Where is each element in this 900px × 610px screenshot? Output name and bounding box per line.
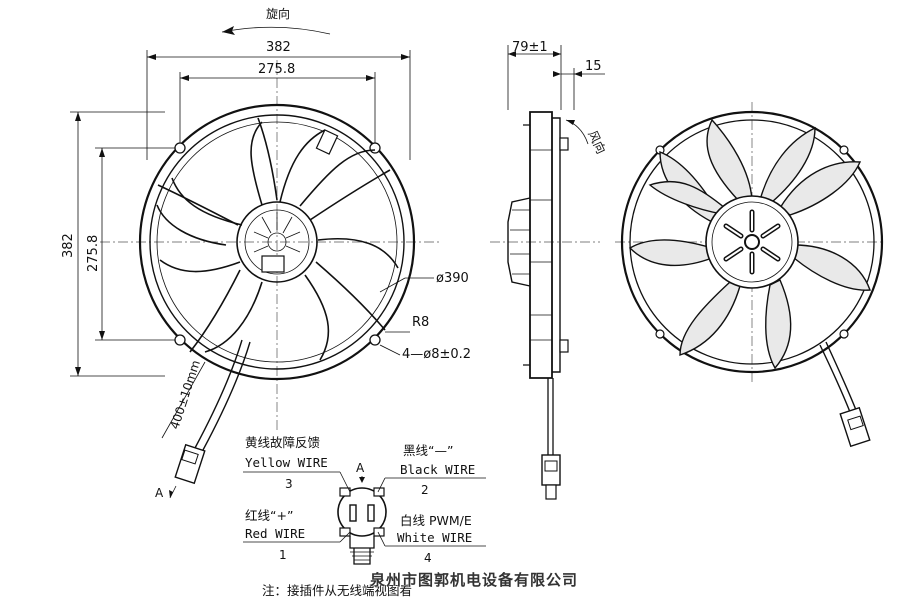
rear-connector xyxy=(839,406,871,448)
cable-length-dim: 400±10mm xyxy=(168,358,203,430)
width-overall-dim: 382 xyxy=(266,40,291,55)
yellow-wire-cn: 黄线故障反馈 xyxy=(245,435,320,450)
radius-label: R8 xyxy=(412,315,429,330)
mounting-holes xyxy=(174,142,381,346)
black-wire-en: Black WIRE xyxy=(400,462,475,477)
pin4-label: 4 xyxy=(424,551,432,565)
rear-view xyxy=(615,102,885,448)
red-wire-en: Red WIRE xyxy=(245,526,305,541)
height-overall-dim: 382 xyxy=(61,233,76,258)
offset-dim: 15 xyxy=(585,59,602,74)
side-view: 79±1 15 风向 xyxy=(490,40,609,500)
section-a-label: A xyxy=(155,486,164,500)
white-wire-cn: 白线 PWM/E xyxy=(400,513,472,528)
width-holes-dim: 275.8 xyxy=(258,62,295,77)
yellow-wire-en: Yellow WIRE xyxy=(245,455,328,470)
pin2-label: 2 xyxy=(421,483,429,497)
black-wire-cn: 黑线“—” xyxy=(403,443,453,458)
pin3-label: 3 xyxy=(285,477,293,491)
side-connector xyxy=(541,454,561,500)
holes-label: 4—ø8±0.2 xyxy=(402,347,471,362)
airflow-label: 风向 xyxy=(585,128,609,156)
front-blades xyxy=(156,121,399,361)
company-watermark: 泉州市图郭机电设备有限公司 xyxy=(369,571,578,589)
white-wire-en: White WIRE xyxy=(397,530,472,545)
front-view: 旋向 382 275.8 382 275.8 xyxy=(61,6,471,500)
hub-pattern xyxy=(723,209,781,275)
note-text: 注：接插件从无线端视图看 xyxy=(262,583,412,598)
diameter-label: ø390 xyxy=(436,271,469,286)
height-holes-dim: 275.8 xyxy=(86,235,101,272)
connector-face xyxy=(337,471,387,565)
red-wire-cn: 红线“+” xyxy=(245,508,293,523)
rotation-label: 旋向 xyxy=(266,6,290,21)
section-a2-label: A xyxy=(356,461,365,475)
front-connector xyxy=(174,443,206,485)
pin1-label: 1 xyxy=(279,548,287,562)
rear-blades xyxy=(628,118,871,370)
connector-pinout: 黄线故障反馈 Yellow WIRE 3 A 黑线“—” Black WIRE … xyxy=(243,435,486,565)
depth-dim: 79±1 xyxy=(512,40,548,55)
